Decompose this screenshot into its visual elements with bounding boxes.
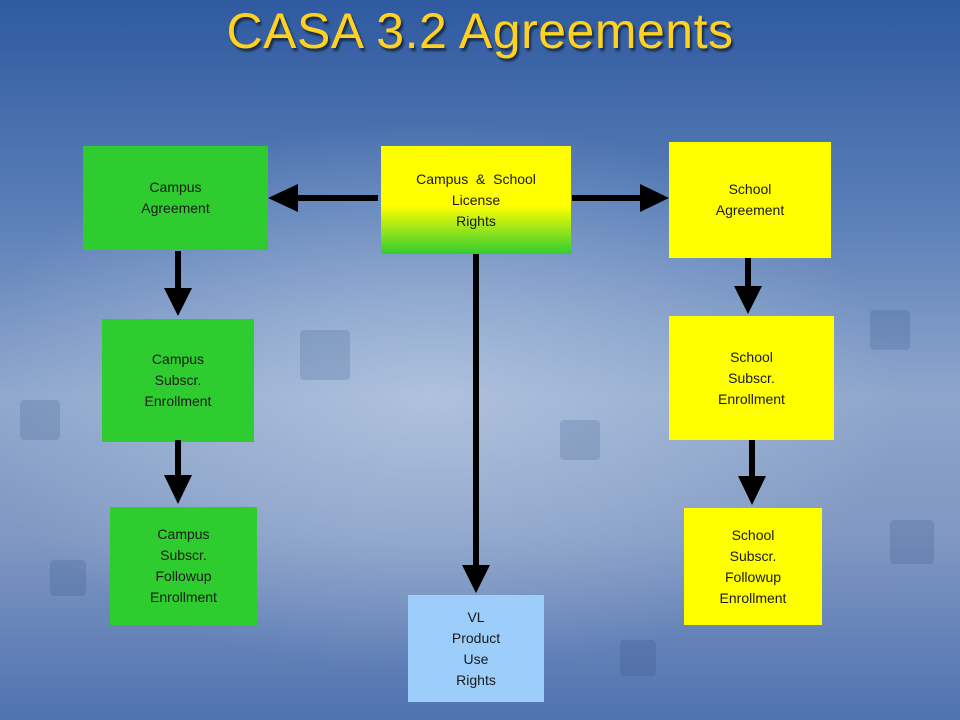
box-line: Subscr. <box>728 369 775 386</box>
center-license-rights-box: Campus & School License Rights <box>381 146 571 254</box>
background-tile <box>20 400 60 440</box>
background-tile <box>870 310 910 350</box>
school-agreement-box: School Agreement <box>669 142 831 258</box>
box-line: License <box>451 191 501 208</box>
box-line: Followup <box>724 568 782 585</box>
arrow-campus-enrollment-to-followup <box>164 440 192 504</box>
background-tile <box>300 330 350 380</box>
arrow-school-agreement-to-enrollment <box>734 258 762 314</box>
box-line: Followup <box>155 568 212 584</box>
box-line: Enrollment <box>718 390 785 407</box>
box-line: Agreement <box>715 202 785 218</box>
campus-followup-box: Campus Subscr. Followup Enrollment <box>110 507 257 625</box>
box-line: Enrollment <box>144 393 212 409</box>
box-line: Rights <box>456 212 496 229</box>
background-tile <box>890 520 934 564</box>
box-line: Agreement <box>141 200 210 216</box>
box-line: Campus & School <box>416 170 536 187</box>
box-line: School <box>731 526 775 543</box>
school-enrollment-box: School Subscr. Enrollment <box>669 316 834 440</box>
box-line: Subscr. <box>729 547 777 564</box>
background-tile <box>50 560 86 596</box>
box-line: School <box>730 348 773 365</box>
box-line: Campus <box>157 526 210 542</box>
arrow-campus-agreement-to-enrollment <box>164 251 192 316</box>
box-line: School <box>728 181 772 197</box>
box-line: Enrollment <box>719 589 787 606</box>
slide-title: CASA 3.2 Agreements <box>226 3 734 59</box>
box-line: Enrollment <box>150 589 217 605</box>
box-line: Campus <box>149 179 202 195</box>
campus-agreement-box: Campus Agreement <box>83 146 268 250</box>
background-tile <box>560 420 600 460</box>
box-line: Use <box>463 650 489 667</box>
background-tile <box>620 640 656 676</box>
vl-product-use-rights-box: VL Product Use Rights <box>408 595 544 702</box>
box-line: Subscr. <box>160 547 207 563</box>
school-followup-box: School Subscr. Followup Enrollment <box>684 508 822 625</box>
arrow-center-to-vl-product <box>462 254 490 593</box>
box-line: VL <box>467 608 485 625</box>
arrow-school-enrollment-to-followup <box>738 440 766 505</box>
box-line: Subscr. <box>154 372 202 388</box>
box-line: Campus <box>151 351 205 367</box>
box-line: Rights <box>456 671 496 688</box>
arrow-center-to-school-agreement <box>572 184 669 212</box>
arrow-center-to-campus-agreement <box>268 184 378 212</box>
campus-enrollment-box: Campus Subscr. Enrollment <box>102 319 254 442</box>
box-line: Product <box>451 629 501 646</box>
